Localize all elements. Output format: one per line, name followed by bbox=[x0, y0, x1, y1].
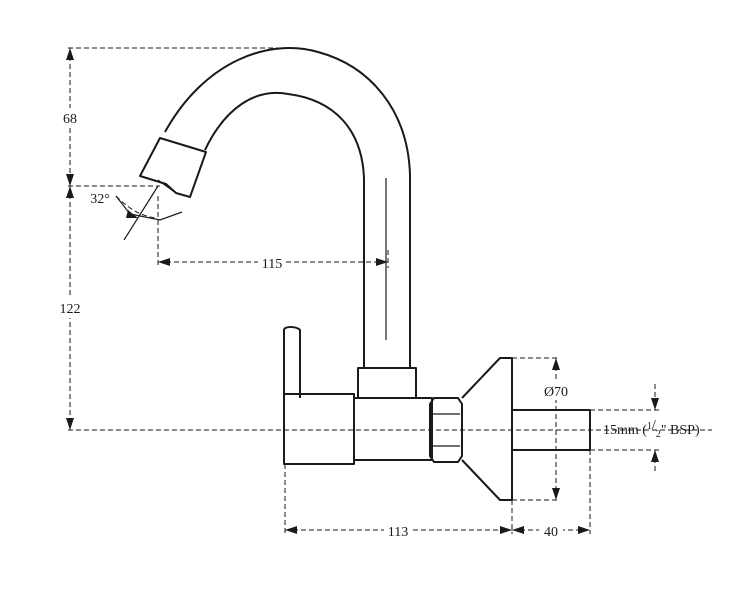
arrow-40-right bbox=[578, 526, 590, 534]
connection-suffix: " BSP) bbox=[661, 423, 700, 438]
dimension-labels: 68 122 32° 115 Ø70 15mm (1/2" BSP) 113 4… bbox=[58, 108, 700, 540]
connection-frac-slash: / bbox=[652, 418, 656, 433]
arrow-70-bottom bbox=[552, 488, 560, 500]
arrow-40-left bbox=[512, 526, 524, 534]
arrow-pipe-top bbox=[651, 398, 659, 410]
hex-nut bbox=[429, 397, 463, 463]
spout-nozzle bbox=[139, 137, 207, 198]
connection-frac-den: 2 bbox=[656, 429, 661, 440]
arrow-pipe-bottom bbox=[651, 450, 659, 462]
nozzle-edge bbox=[157, 179, 177, 194]
dimension-lines bbox=[68, 47, 712, 534]
arrow-70-top bbox=[552, 358, 560, 370]
label-122: 122 bbox=[60, 302, 81, 317]
arrow-122-bottom bbox=[66, 418, 74, 430]
arrow-68-top bbox=[66, 48, 74, 60]
connection-prefix: 15mm ( bbox=[603, 423, 647, 438]
label-angle: 32° bbox=[90, 192, 110, 207]
angle-ray bbox=[123, 185, 159, 241]
angle-leader bbox=[115, 195, 183, 221]
arrow-angle bbox=[126, 210, 138, 218]
valve-cylinder bbox=[353, 397, 433, 461]
connection-frac-num: 1 bbox=[647, 421, 652, 432]
arrow-113-left bbox=[285, 526, 297, 534]
label-68: 68 bbox=[63, 112, 77, 127]
valve-body bbox=[283, 393, 355, 465]
handle-lever bbox=[283, 326, 301, 398]
label-diameter-70: Ø70 bbox=[544, 385, 568, 400]
arrow-113-right bbox=[500, 526, 512, 534]
arrowheads bbox=[66, 48, 659, 534]
arrow-115-right bbox=[376, 258, 388, 266]
spout-inner-curve bbox=[204, 92, 365, 368]
spout-outer-curve bbox=[164, 47, 411, 368]
label-40: 40 bbox=[544, 525, 558, 540]
wall-flange bbox=[461, 357, 513, 501]
spout-collar bbox=[357, 367, 417, 399]
label-connection: 15mm (1/2" BSP) bbox=[603, 418, 700, 440]
arrow-115-left bbox=[158, 258, 170, 266]
arrow-122-top bbox=[66, 186, 74, 198]
tap-outline bbox=[139, 47, 591, 501]
angle-arc bbox=[115, 195, 157, 219]
label-115: 115 bbox=[262, 257, 282, 272]
label-113: 113 bbox=[388, 525, 408, 540]
arrow-68-bottom bbox=[66, 174, 74, 186]
